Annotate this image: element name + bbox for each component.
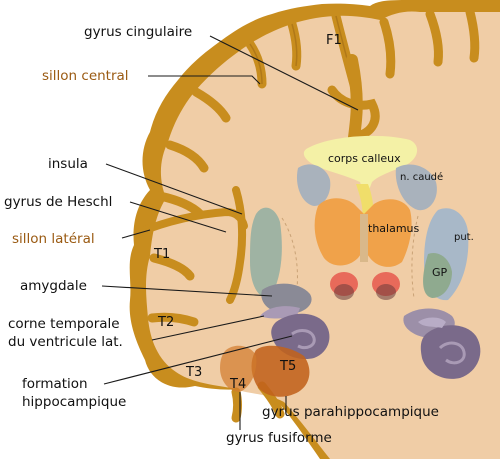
leader-formation-hippocampique: [103, 335, 293, 385]
label-gyrus-cingulaire: gyrus cingulaire: [84, 24, 192, 40]
t5-gyrus: [251, 345, 310, 397]
globus-pallidus: [423, 252, 452, 298]
label-t1: T1: [153, 247, 170, 262]
label-t3: T3: [185, 365, 202, 380]
leader-gyrus-cingulaire: [209, 35, 359, 111]
leader-gyrus-de-heschl: [129, 201, 227, 233]
label-t4: T4: [229, 377, 246, 392]
cingulate-gyrus: [327, 85, 380, 141]
label-corne-temporale-2: du ventricule lat.: [8, 334, 123, 350]
label-t5: T5: [279, 359, 296, 374]
hippocampus-left: [271, 313, 330, 360]
leader-lines: [101, 35, 359, 430]
label-gyrus-parahippocampique: gyrus parahippocampique: [262, 404, 439, 420]
leader-amygdale: [101, 285, 273, 297]
hippocampus-right: [420, 325, 481, 379]
caudate-right: [395, 164, 437, 211]
corpus-callosum: [303, 135, 418, 198]
label-gp: GP: [432, 266, 448, 279]
third-ventricle: [360, 214, 368, 262]
leader-sillon-central: [148, 75, 261, 85]
label-formation-2: hippocampique: [22, 394, 126, 410]
amygdala-left: [261, 283, 312, 314]
leader-sillon-lateral: [121, 229, 151, 239]
label-amygdale: amygdale: [20, 278, 87, 294]
label-formation-1: formation: [22, 376, 88, 392]
label-corps-calleux: corps calleux: [328, 152, 401, 165]
label-t2: T2: [157, 315, 174, 330]
label-corne-temporale-1: corne temporale: [8, 316, 120, 332]
hippocampus-left-inner: [291, 329, 316, 350]
label-f1: F1: [326, 33, 342, 48]
label-gyrus-de-heschl: gyrus de Heschl: [4, 194, 112, 210]
label-thalamus: thalamus: [368, 222, 420, 235]
label-sillon-central: sillon central: [42, 68, 129, 84]
leader-corne-temporale: [151, 315, 265, 341]
nigra-left: [334, 284, 354, 300]
label-put: put.: [454, 232, 474, 243]
label-gyrus-fusiforme: gyrus fusiforme: [226, 430, 332, 446]
caudate-left: [296, 164, 331, 206]
hippocampus-right-inner: [438, 341, 466, 365]
right-temporal-horn: [418, 317, 446, 328]
label-insula: insula: [48, 156, 88, 172]
t4-gyrus: [220, 345, 257, 392]
leader-insula: [105, 163, 243, 215]
insula-cortex: [226, 186, 247, 304]
temporal-horn-left: [260, 306, 300, 319]
putamen-left: [250, 207, 282, 299]
label-n-caude: n. caudé: [400, 171, 443, 183]
nigra-right: [376, 284, 396, 300]
label-sillon-lateral: sillon latéral: [12, 231, 95, 247]
